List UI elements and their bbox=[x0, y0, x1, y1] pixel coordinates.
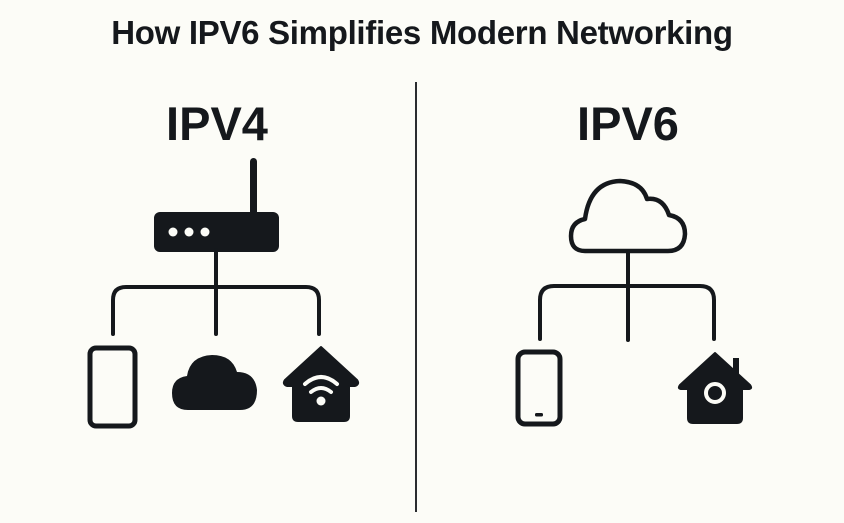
diagram-title: How IPV6 Simplifies Modern Networking bbox=[111, 14, 733, 51]
cloud-filled-icon bbox=[172, 355, 257, 410]
ipv6-connection-lines bbox=[538, 250, 716, 342]
ipv4-connection-lines bbox=[111, 248, 321, 336]
smart-home-camera-icon bbox=[677, 352, 753, 424]
ipv4-heading: IPV4 bbox=[166, 97, 268, 150]
cloud-outline-icon bbox=[568, 178, 688, 254]
router-icon bbox=[154, 158, 279, 252]
smart-home-wifi-icon bbox=[282, 346, 360, 422]
panel-divider bbox=[415, 82, 417, 512]
ipv6-heading: IPV6 bbox=[577, 97, 679, 150]
smartphone-icon bbox=[87, 345, 138, 429]
smartphone-icon bbox=[515, 349, 563, 427]
